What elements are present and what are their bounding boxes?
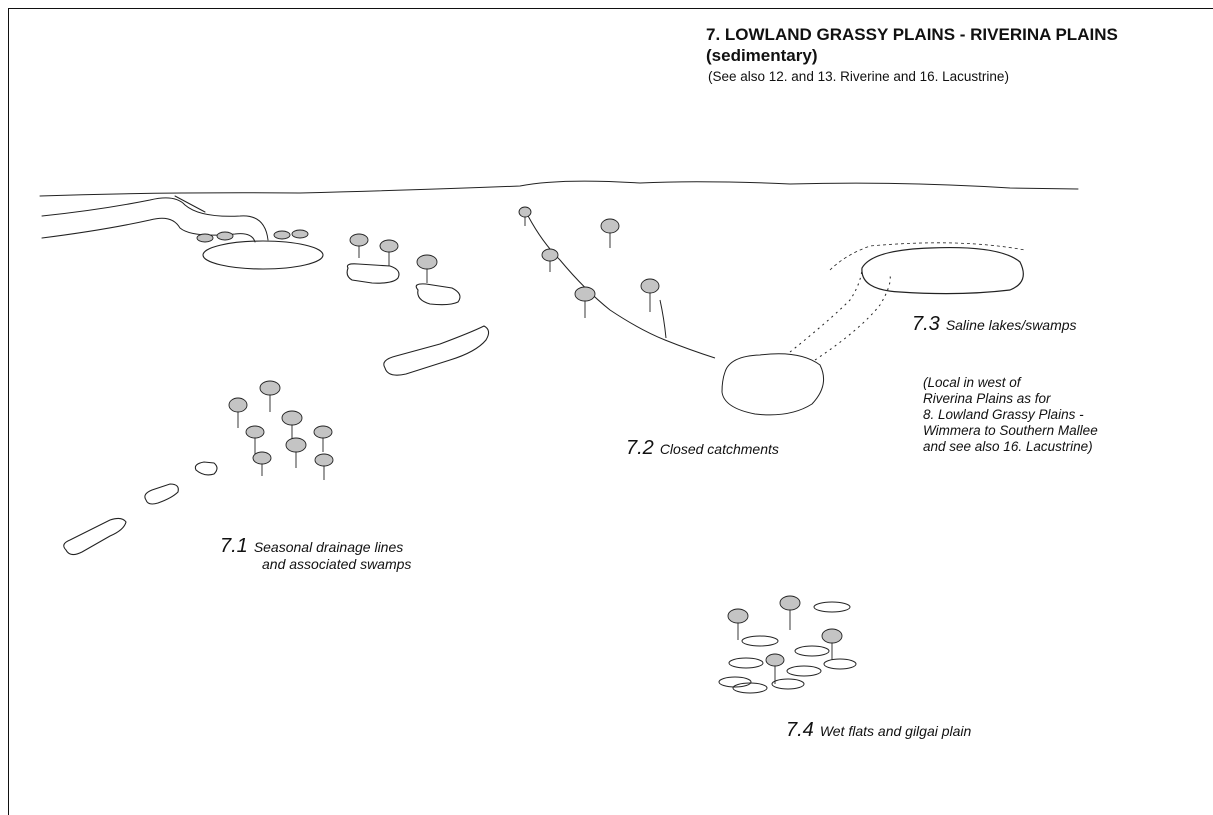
tree-icon	[541, 248, 559, 272]
tree-icon	[640, 278, 660, 312]
swamp	[383, 325, 490, 376]
figure-title: 7. LOWLAND GRASSY PLAINS - RIVERINA PLAI…	[706, 24, 1118, 66]
tree-icon	[281, 410, 303, 440]
note-line: (Local in west of	[923, 375, 1021, 390]
label-7-4-text: Wet flats and gilgai plain	[819, 723, 972, 739]
note-line: Wimmera to Southern Mallee	[923, 423, 1098, 438]
closed-catchment	[524, 209, 891, 416]
tree-icon	[518, 206, 532, 226]
drainage-line	[659, 299, 667, 339]
note-line: Riverina Plains as for	[923, 391, 1051, 406]
label-7-2-text: Closed catchments	[659, 441, 779, 457]
swamp	[346, 263, 400, 284]
river-bank-mid	[174, 195, 206, 213]
stipple-channel	[789, 269, 863, 353]
tree-icon	[245, 425, 265, 455]
catchment-basin	[721, 353, 825, 416]
stipple-channel	[814, 274, 891, 361]
swamp	[202, 240, 324, 270]
river-bank-lower	[41, 217, 256, 243]
tree-icon	[779, 595, 801, 630]
label-7-3-number: 7.3	[912, 313, 940, 335]
label-7-1-line1: Seasonal drainage lines	[253, 539, 404, 555]
note-line: and see also 16. Lacustrine)	[923, 439, 1093, 454]
tree-icon	[416, 254, 438, 283]
tree-icon	[313, 425, 333, 452]
seasonal-swamps	[63, 240, 490, 556]
tree-icon	[259, 380, 281, 412]
river-bank-upper	[41, 197, 269, 241]
label-7-1: 7.1 Seasonal drainage lines and associate…	[220, 535, 412, 573]
note-7-3: (Local in west of Riverina Plains as for…	[923, 375, 1098, 455]
label-7-1-line2: and associated swamps	[262, 556, 412, 572]
swamp	[194, 461, 218, 476]
tree-icon	[379, 239, 399, 266]
title-line-2: (sedimentary)	[706, 46, 818, 65]
label-7-1-number: 7.1	[220, 535, 248, 557]
lake-shore	[829, 242, 1026, 271]
tree-icon	[765, 653, 785, 684]
tree-icon	[727, 608, 749, 640]
horizon-line	[39, 180, 1079, 197]
label-7-3: 7.3 Saline lakes/swamps	[912, 313, 1077, 335]
tree-icon	[349, 233, 369, 258]
swamp	[144, 483, 179, 505]
label-7-2-number: 7.2	[626, 437, 654, 459]
tree-icon	[196, 229, 309, 243]
trees	[196, 206, 843, 684]
note-line: 8. Lowland Grassy Plains -	[923, 407, 1084, 422]
tree-icon	[821, 628, 843, 660]
tree-icon	[228, 397, 248, 428]
tree-icon	[600, 218, 620, 248]
tree-icon	[314, 453, 334, 480]
title-line-1: 7. LOWLAND GRASSY PLAINS - RIVERINA PLAI…	[706, 25, 1118, 44]
label-7-4: 7.4 Wet flats and gilgai plain	[786, 719, 972, 741]
figure-frame	[8, 8, 1213, 815]
label-7-2: 7.2 Closed catchments	[626, 437, 779, 459]
tree-icon	[252, 451, 272, 476]
swamp	[63, 517, 127, 556]
figure-subtitle: (See also 12. and 13. Riverine and 16. L…	[708, 69, 1009, 84]
label-7-3-text: Saline lakes/swamps	[945, 317, 1077, 333]
lake-outline	[861, 247, 1024, 295]
gilgai-depressions	[718, 601, 857, 694]
tree-icon	[285, 437, 307, 468]
saline-lake	[829, 242, 1026, 295]
drainage-line	[524, 209, 716, 359]
swamp	[415, 283, 461, 306]
label-7-4-number: 7.4	[786, 719, 814, 741]
tree-icon	[574, 286, 596, 318]
